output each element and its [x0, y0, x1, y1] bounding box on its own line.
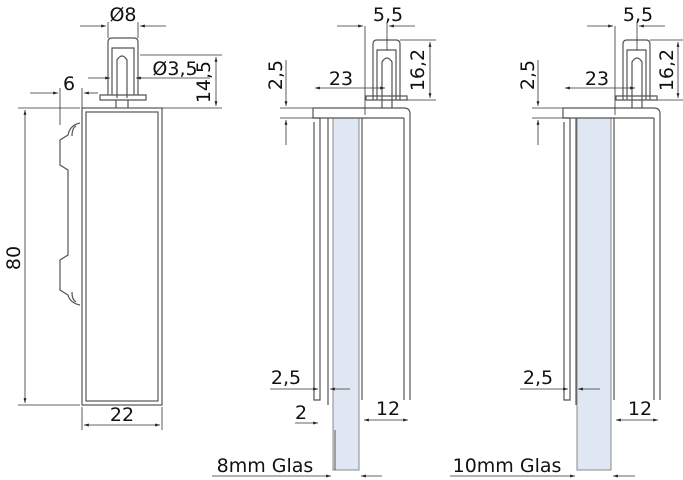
dim-dia-3-5: Ø3,5 [152, 58, 197, 80]
glass-10mm [576, 117, 612, 471]
dim-gap-2-5: 2,5 [271, 367, 301, 389]
dim-22: 22 [110, 404, 134, 426]
cap-flange [99, 94, 147, 108]
clamp-body [81, 107, 163, 406]
cap [365, 39, 408, 108]
dim-23: 23 [329, 68, 353, 90]
glass-8mm [332, 117, 360, 471]
dim-12: 12 [628, 398, 652, 420]
dim-6: 6 [63, 73, 75, 95]
glass-label-10mm: 10mm Glas [453, 455, 562, 477]
dim-5-5: 5,5 [623, 4, 653, 26]
view-8mm-glass: 23 5,5 16,2 2,5 2,5 2 12 8mm Glas [212, 4, 436, 478]
dim-gap-2-5: 2,5 [523, 367, 553, 389]
cap [615, 39, 658, 108]
clip [59, 122, 81, 306]
dim-wall-2: 2 [295, 402, 307, 424]
dim-16-2: 16,2 [407, 49, 429, 91]
clamp-profile [312, 107, 411, 405]
dim-top-2-5: 2,5 [265, 60, 287, 90]
dim-12: 12 [376, 398, 400, 420]
view-10mm-glass: 23 5,5 16,2 2,5 2,5 12 10mm Glas [450, 4, 683, 478]
cap [107, 37, 139, 95]
dim-dia-8: Ø8 [109, 4, 136, 26]
dim-16-2: 16,2 [656, 49, 678, 91]
side-view: 80 22 6 Ø8 Ø3,5 14,5 [3, 4, 222, 430]
glass-label-8mm: 8mm Glas [217, 455, 314, 477]
cap-pin [111, 47, 135, 98]
dim-5-5: 5,5 [373, 4, 403, 26]
dim-top-2-5: 2,5 [517, 60, 539, 90]
dim-80: 80 [3, 246, 25, 270]
clip-detail [71, 125, 77, 303]
clamp-body-inner-edge [85, 111, 159, 402]
dim-14-5: 14,5 [193, 61, 215, 103]
dim-23: 23 [585, 68, 609, 90]
